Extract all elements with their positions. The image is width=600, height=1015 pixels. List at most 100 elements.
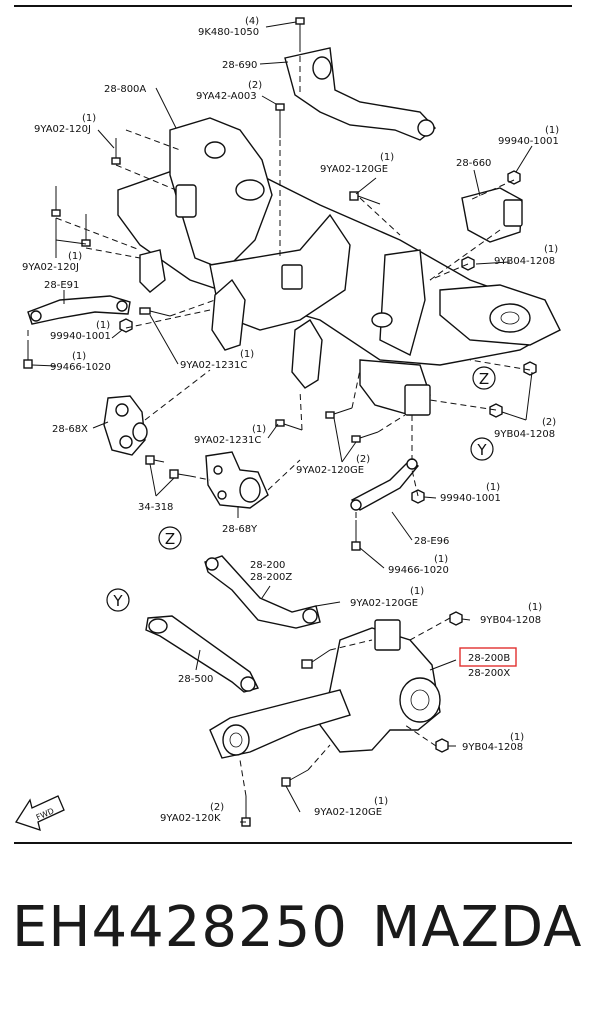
label-9yb04-1208-low: 9YB04-1208: [480, 615, 541, 626]
label-28-68y: 28-68Y: [222, 524, 258, 535]
bolt-9ya02-120ge-mid-b: [351, 431, 379, 443]
label-qty: (1): [410, 586, 424, 597]
label-qty: (2): [210, 802, 224, 813]
label-9k480-1050: 9K480-1050: [198, 27, 259, 38]
bolt-34-318-b: [169, 469, 191, 479]
nut-9yb04-top: [461, 256, 475, 271]
mount-28-660: [461, 187, 523, 243]
part-number: EH4428250: [12, 895, 348, 960]
labels: (4) 9K480-1050 28-690 (2) 9YA42-A003 28-…: [22, 16, 559, 824]
label-qty: (2): [248, 80, 262, 91]
label-9ya02-120j-left: 9YA02-120J: [22, 262, 79, 273]
leader-lines: [31, 21, 533, 823]
label-qty: (1): [544, 244, 558, 255]
label-9yb04-1208-top: 9YB04-1208: [494, 256, 555, 267]
label-qty: (1): [486, 482, 500, 493]
footer: EH4428250 MAZDA: [0, 895, 600, 975]
label-99940-1001-top: 99940-1001: [498, 136, 559, 147]
bolt-9ya02-120ge-mid-a: [325, 407, 353, 419]
label-28-68x: 28-68X: [52, 424, 88, 435]
brand-name: MAZDA: [372, 895, 583, 960]
label-9ya02-120ge-low: 9YA02-120GE: [350, 598, 418, 609]
label-99940-1001-mid: 99940-1001: [440, 493, 501, 504]
label-28-660: 28-660: [456, 158, 491, 169]
label-28-200b: 28-200B: [468, 653, 510, 664]
label-9ya02-120ge-bottom: 9YA02-120GE: [314, 807, 382, 818]
label-qty: (1): [252, 424, 266, 435]
link-28-e91: [27, 295, 131, 325]
arm-28-500: [145, 615, 260, 693]
nut-99940-left: [119, 318, 133, 333]
subframe-28-800a: [117, 117, 561, 416]
bolt-9ya02-120ge-top: [349, 191, 381, 205]
label-qty: (2): [542, 417, 556, 428]
label-qty: (1): [528, 602, 542, 613]
callout-z-top: Z: [472, 366, 496, 390]
bolt-9ya42: [275, 103, 285, 138]
label-28-200: 28-200: [250, 560, 285, 571]
label-99466-1020-left: 99466-1020: [50, 362, 111, 373]
callout-z-top-text: Z: [479, 370, 489, 388]
label-9ya02-1231c-a: 9YA02-1231C: [180, 360, 247, 371]
callout-y-top-text: Y: [476, 441, 487, 459]
label-9ya02-120k: 9YA02-120K: [160, 813, 221, 824]
label-28-800a: 28-800A: [104, 84, 146, 95]
label-qty: (1): [434, 554, 448, 565]
label-28-500: 28-500: [178, 674, 213, 685]
callout-y-low-text: Y: [112, 592, 123, 610]
bolt-99466-mid: [351, 520, 361, 551]
label-9ya02-120j-top: 9YA02-120J: [34, 124, 91, 135]
label-qty: (1): [545, 125, 559, 136]
bolt-34-318-a: [145, 455, 165, 465]
bolt-9ya02-120ge-bottom: [281, 769, 309, 787]
link-28-e96: [350, 458, 420, 511]
callout-z-low-text: Z: [165, 530, 175, 548]
nut-99940-top: [507, 170, 521, 185]
label-qty: (1): [96, 320, 110, 331]
label-28-690: 28-690: [222, 60, 257, 71]
label-9ya02-1231c-b: 9YA02-1231C: [194, 435, 261, 446]
nut-9yb04-right-a: [523, 361, 537, 376]
highlight-box: [459, 647, 517, 667]
label-qty: (1): [82, 113, 96, 124]
bolt-9ya02-1231c-a: [139, 307, 171, 317]
label-99466-1020-mid: 99466-1020: [388, 565, 449, 576]
nut-99940-mid: [411, 489, 425, 504]
label-9ya42-a003: 9YA42-A003: [196, 91, 257, 102]
label-qty: (1): [72, 351, 86, 362]
label-qty: (1): [240, 349, 254, 360]
label-99940-1001-left: 99940-1001: [50, 331, 111, 342]
label-qty: (1): [510, 732, 524, 743]
label-28-e91: 28-E91: [44, 280, 79, 291]
nut-9yb04-right-b: [489, 403, 503, 418]
bolt-9k480: [295, 17, 305, 46]
bolt-9ya02-120j-top: [111, 138, 121, 165]
label-9ya02-120ge-top: 9YA02-120GE: [320, 164, 388, 175]
nut-9yb04-bottom: [435, 738, 449, 753]
label-qty: (2): [356, 454, 370, 465]
label-28-200z: 28-200Z: [250, 572, 292, 583]
label-9yb04-1208-right: 9YB04-1208: [494, 429, 555, 440]
knuckle-28-200b: [209, 619, 441, 759]
arm-28-200: [204, 555, 321, 629]
nut-9yb04-low: [449, 611, 463, 626]
label-34-318: 34-318: [138, 502, 173, 513]
label-28-200x: 28-200X: [468, 668, 510, 679]
mount-28-68y: [205, 451, 269, 509]
callout-y-top: Y: [470, 437, 494, 461]
label-qty: (1): [68, 251, 82, 262]
label-28-e96: 28-E96: [414, 536, 449, 547]
bolt-9ya02-1231c-b: [275, 419, 303, 431]
bolt-9ya02-120j-left-a: [51, 186, 61, 217]
assembly-lines: [27, 46, 531, 797]
bolt-9ya02-120ge-low: [301, 649, 331, 669]
callout-y-low: Y: [106, 588, 130, 612]
label-9ya02-120ge-mid: 9YA02-120GE: [296, 465, 364, 476]
label-9yb04-1208-bottom: 9YB04-1208: [462, 742, 523, 753]
callout-z-low: Z: [158, 526, 182, 550]
bushing-28-68x: [103, 395, 148, 456]
fwd-arrow: FWD: [15, 795, 65, 831]
label-qty: (4): [245, 16, 259, 27]
bracket-28-690: [284, 47, 437, 141]
